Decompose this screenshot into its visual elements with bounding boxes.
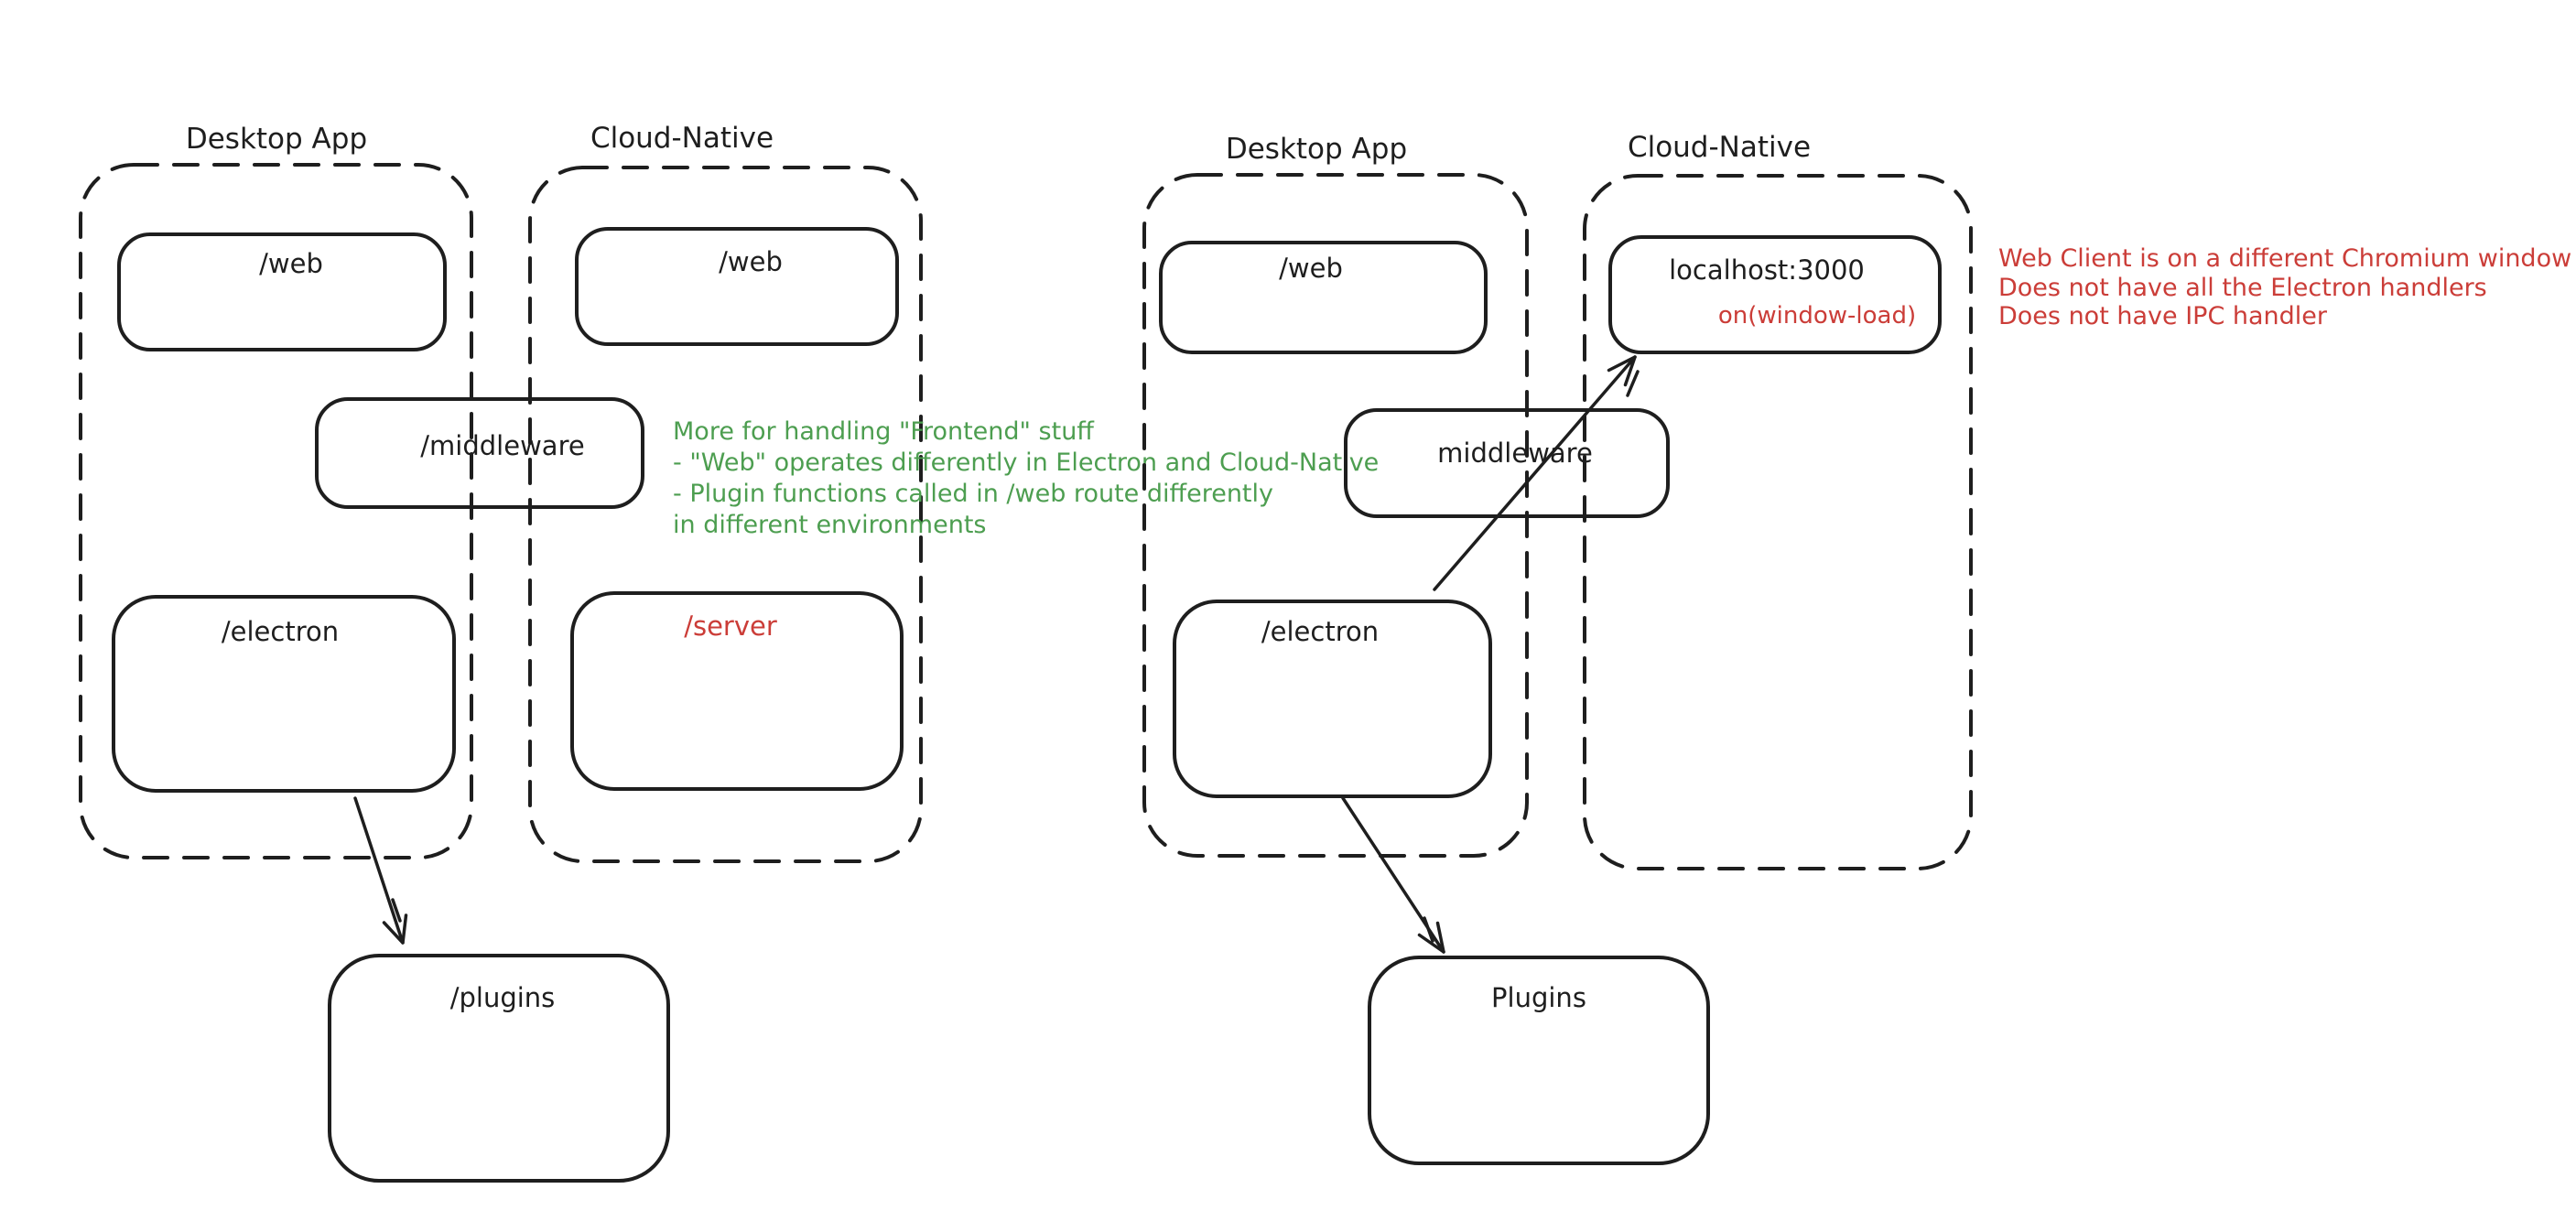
middleware-box-right	[1344, 408, 1670, 518]
arrow-electron-to-plugins-right	[1341, 796, 1445, 954]
electron-box-left	[112, 595, 456, 793]
plugins-box-left	[328, 954, 670, 1183]
green-note-line-2: - "Web" operates differently in Electron…	[673, 448, 1379, 477]
red-note-line-2: Does not have all the Electron handlers	[1998, 274, 2487, 302]
cloud-native-title-right: Cloud-Native	[1628, 131, 1811, 164]
green-note-line-3: - Plugin functions called in /web route …	[673, 480, 1273, 508]
arrow-electron-to-localhost-right	[1433, 355, 1640, 591]
middleware-label-right: middleware	[1437, 438, 1593, 469]
desktop-app-container-left	[79, 163, 473, 859]
plugins-box-right	[1368, 956, 1710, 1165]
electron-box-right	[1173, 600, 1492, 798]
localhost-label-right: localhost:3000	[1669, 254, 1865, 286]
web-label-cloud-left: /web	[719, 246, 783, 277]
localhost-box-right	[1608, 235, 1942, 354]
desktop-app-title-right: Desktop App	[1226, 133, 1407, 166]
cloud-native-title-left: Cloud-Native	[590, 122, 774, 155]
web-label-right: /web	[1279, 253, 1343, 284]
green-note-line-4: in different environments	[673, 511, 986, 539]
red-note-line-3: Does not have IPC handler	[1998, 302, 2328, 330]
web-box-cloud-left	[575, 227, 899, 346]
electron-label-right: /electron	[1261, 616, 1379, 647]
electron-label-left: /electron	[222, 616, 339, 647]
cloud-native-container-right	[1583, 174, 1973, 870]
web-box-right	[1159, 241, 1488, 354]
red-note: Web Client is on a different Chromium wi…	[1998, 244, 2571, 330]
desktop-app-title-left: Desktop App	[186, 123, 367, 156]
middleware-box-left	[315, 397, 644, 509]
web-box-desktop-left	[117, 232, 447, 351]
green-note-line-1: More for handling "Frontend" stuff	[673, 417, 1095, 446]
cloud-native-container-left	[528, 166, 923, 863]
middleware-label-left: /middleware	[420, 430, 584, 461]
server-box-left	[570, 591, 904, 791]
plugins-label-right: Plugins	[1491, 982, 1586, 1013]
web-label-desktop-left: /web	[259, 248, 323, 279]
arrow-electron-to-plugins-left	[353, 796, 408, 945]
server-label-left: /server	[684, 611, 777, 642]
red-note-line-1: Web Client is on a different Chromium wi…	[1998, 244, 2571, 273]
plugins-label-left: /plugins	[450, 982, 556, 1013]
green-note: More for handling "Frontend" stuff - "We…	[673, 417, 1379, 539]
onload-label-right: on(window-load)	[1718, 302, 1916, 330]
